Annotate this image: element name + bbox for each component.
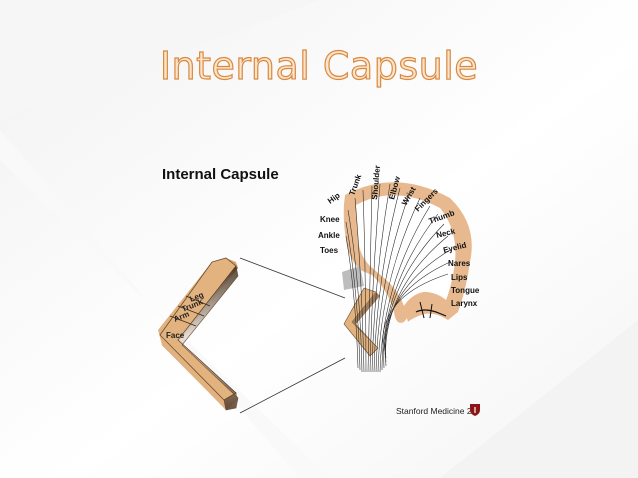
stanford-shield-icon	[470, 404, 480, 416]
label-larynx: Larynx	[451, 299, 478, 308]
label-tongue: Tongue	[451, 286, 480, 295]
connector-line-top	[239, 257, 346, 299]
label-ankle: Ankle	[318, 231, 340, 240]
capsule-divider-leg	[185, 295, 211, 307]
capsule-divider-arm	[169, 315, 197, 327]
label-shoulder: Shoulder	[370, 165, 382, 200]
image-credit: Stanford Medicine 25	[396, 406, 477, 416]
label-knee: Knee	[320, 215, 340, 224]
label-lips: Lips	[451, 273, 468, 282]
capsule-3d-model	[158, 257, 239, 411]
diagram-heading: Internal Capsule	[162, 166, 279, 183]
label-hip: Hip	[326, 191, 342, 206]
label-nares: Nares	[448, 259, 471, 268]
capsule-divider-trunk	[177, 305, 205, 317]
capsule-label-face: Face	[166, 331, 185, 340]
slide-title: Internal Capsule	[159, 43, 479, 88]
label-toes: Toes	[320, 246, 339, 255]
corticospinal-fibers	[345, 183, 451, 373]
connector-line-bottom	[239, 357, 346, 414]
brain-section	[342, 182, 472, 323]
capsule-in-brain	[343, 287, 380, 357]
